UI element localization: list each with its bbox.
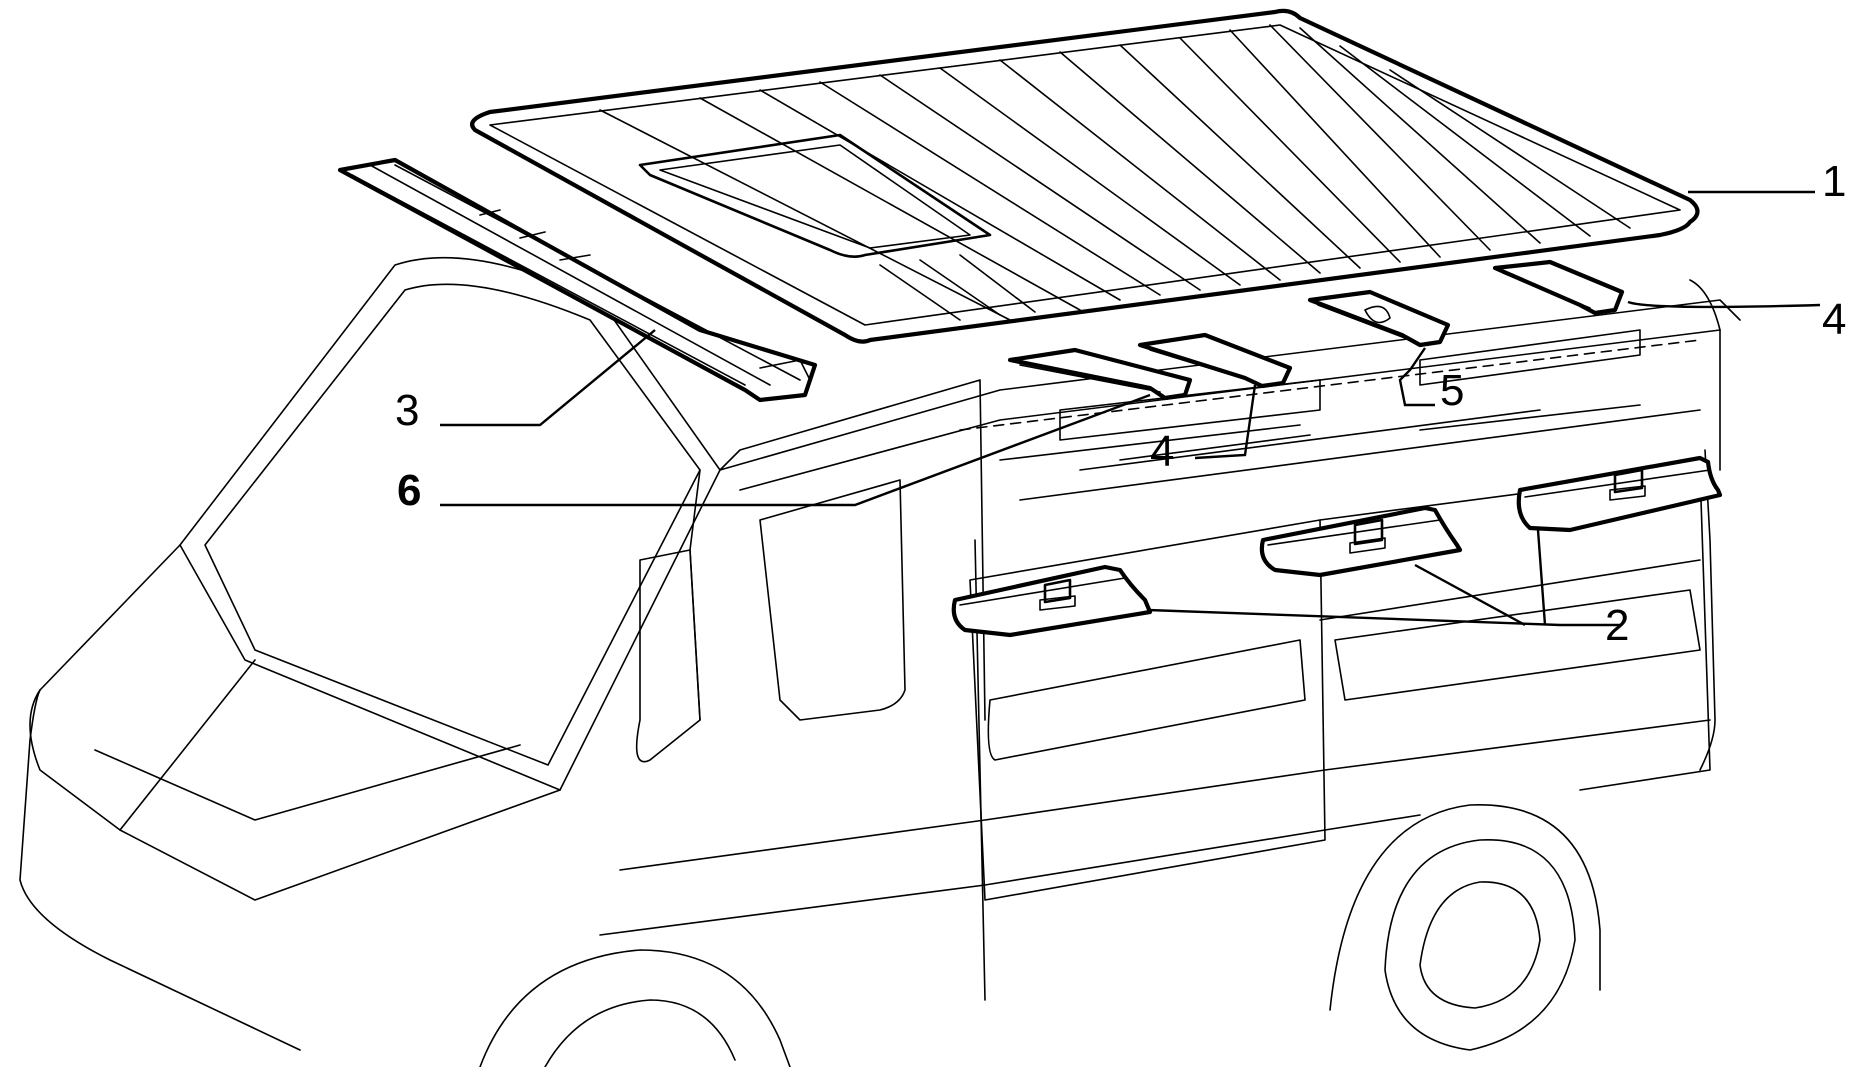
leader-lines: [440, 190, 1821, 627]
part-2-bracket-left: [951, 564, 1153, 638]
callout-6: 6: [397, 466, 421, 515]
part-3-front-cross-member: [337, 157, 818, 403]
leader-5: [1398, 347, 1435, 407]
callout-5: 5: [1440, 366, 1464, 415]
part-4-roof-bow-rear: [1492, 259, 1625, 316]
leader-4-left: [1194, 384, 1257, 460]
van-body: [19, 256, 1741, 1067]
part-4-roof-bow-front: [1137, 332, 1293, 389]
callout-1: 1: [1822, 157, 1846, 206]
callout-4-right: 4: [1822, 295, 1846, 344]
callout-3: 3: [395, 386, 419, 435]
part-2-bracket-right: [1516, 455, 1723, 533]
part-5-roof-bow-center: [1307, 289, 1451, 348]
part-1-roof-panel: [470, 8, 1700, 344]
leader-2-middle: [1414, 563, 1526, 627]
callout-2: 2: [1605, 601, 1629, 650]
part-2-bracket-middle: [1259, 505, 1463, 578]
leader-4-right: [1627, 300, 1821, 309]
leader-3: [440, 329, 656, 427]
leader-6: [440, 393, 1151, 507]
leader-2-right: [1536, 529, 1547, 626]
part-6-roof-bow: [1007, 347, 1193, 401]
callout-4-left: 4: [1150, 427, 1174, 476]
callout-labels: 1 2 3 4 4 5 6: [395, 157, 1846, 650]
leader-2-left: [1147, 608, 1620, 627]
